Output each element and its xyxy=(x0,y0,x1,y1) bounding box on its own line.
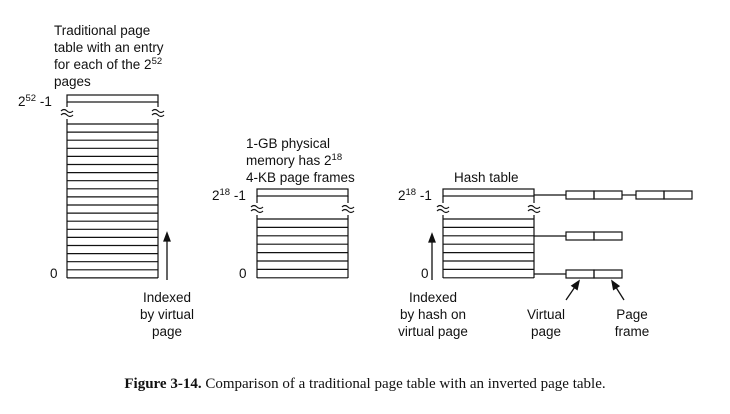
hash-chains xyxy=(534,190,693,279)
break-mark xyxy=(250,208,264,214)
arrows xyxy=(163,231,625,301)
physical-memory-bottom-index-label: 0 xyxy=(239,266,247,281)
break-mark xyxy=(151,108,165,114)
chain-entry-page-frame xyxy=(663,190,693,200)
page-frame-label: Page frame xyxy=(614,307,650,339)
traditional-desc-line3-exponent: 52 xyxy=(151,56,163,67)
traditional-index-caption: Indexed by virtual page xyxy=(139,290,195,339)
traditional-desc-line3: for each of the 2 xyxy=(54,57,152,72)
break-mark xyxy=(527,204,541,210)
chain-entry-virtual-page xyxy=(565,190,595,200)
break-mark xyxy=(436,208,450,214)
figure-caption: Figure 3-14. Comparison of a traditional… xyxy=(0,376,730,393)
traditional-index-arrow-head xyxy=(163,231,171,242)
chain-entry-page-frame xyxy=(593,269,623,279)
break-mark xyxy=(527,208,541,214)
break-mark xyxy=(151,112,165,118)
hash-table-top-index-label: 218 -1 xyxy=(398,187,432,203)
break-mark xyxy=(250,204,264,210)
traditional-desc-line4: pages xyxy=(54,74,91,89)
physical-memory-top-row xyxy=(256,188,349,197)
break-mark xyxy=(341,204,355,210)
virtual-page-arrow-head xyxy=(570,279,580,291)
traditional-table-description: Traditional page table with an entry for… xyxy=(54,22,164,90)
hash-table-top-row xyxy=(442,188,535,197)
virtual-page-label: Virtual page xyxy=(526,307,566,339)
hash-index-arrow-head xyxy=(428,232,436,243)
break-mark xyxy=(436,204,450,210)
chain-entry-page-frame xyxy=(593,231,623,241)
chain-entry-virtual-page xyxy=(565,269,595,279)
break-mark xyxy=(60,112,74,118)
chain-entry-virtual-page xyxy=(565,231,595,241)
traditional-desc-line1: Traditional page xyxy=(54,23,151,38)
traditional-bottom-index-label: 0 xyxy=(50,266,58,281)
traditional-table-top-row xyxy=(66,94,159,103)
page-frame-arrow-head xyxy=(611,279,621,291)
traditional-desc-line2: table with an entry xyxy=(54,40,164,55)
traditional-page-table xyxy=(60,94,165,279)
hash-index-caption: Indexed by hash on virtual page xyxy=(398,290,468,339)
physical-memory-description: 1-GB physical memory has 218 4-KB page f… xyxy=(246,136,355,185)
break-mark xyxy=(341,208,355,214)
chain-entry-page-frame xyxy=(593,190,623,200)
hash-table xyxy=(436,188,541,279)
hash-table-title: Hash table xyxy=(454,170,519,185)
physical-memory-top-index-label: 218 -1 xyxy=(212,187,246,203)
chain-entry-virtual-page xyxy=(635,190,665,200)
traditional-top-index-label: 252 -1 xyxy=(18,93,52,109)
physical-memory-table xyxy=(250,188,355,279)
figure-caption-label: Figure 3-14. xyxy=(124,376,202,392)
break-mark xyxy=(60,108,74,114)
figure-caption-text: Comparison of a traditional page table w… xyxy=(205,376,606,392)
hash-table-bottom-index-label: 0 xyxy=(421,266,429,281)
